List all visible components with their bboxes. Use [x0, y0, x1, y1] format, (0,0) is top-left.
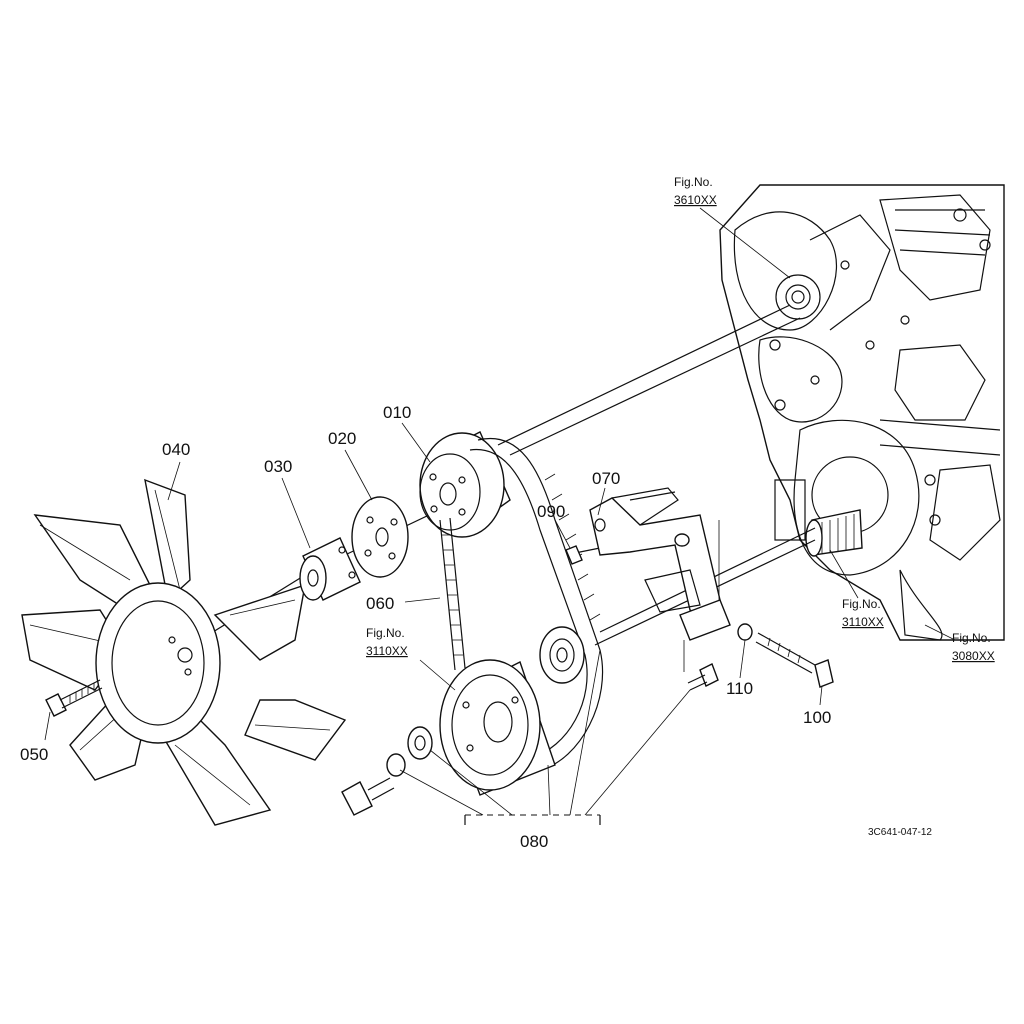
label-010: 010 — [383, 403, 411, 422]
label-070: 070 — [592, 469, 620, 488]
fig-ref-3110b-number: 3110XX — [842, 615, 884, 629]
fig-ref-3110a-number: 3110XX — [366, 644, 408, 658]
bracket-bolt — [565, 545, 583, 565]
fan-bolt — [45, 679, 103, 717]
adjust-bolt-set — [687, 623, 834, 691]
label-100: 100 — [803, 708, 831, 727]
figure-references: Fig.No. 3610XX Fig.No. 3110XX Fig.No. 31… — [366, 175, 995, 663]
fan-spacer — [299, 537, 361, 601]
idler-pulley — [539, 626, 585, 684]
flange-plate — [351, 496, 409, 578]
label-080: 080 — [520, 832, 548, 851]
leader-lines — [44, 207, 956, 741]
adjust-bracket — [589, 487, 731, 641]
engine-block — [719, 184, 1005, 641]
crank-pulley — [439, 659, 556, 796]
fig-ref-3080-title: Fig.No. — [952, 631, 991, 645]
pump-pulley — [419, 431, 511, 538]
fig-ref-3110b-title: Fig.No. — [842, 597, 881, 611]
label-050: 050 — [20, 745, 48, 764]
fan — [21, 478, 347, 826]
label-020: 020 — [328, 429, 356, 448]
fig-ref-3080-number: 3080XX — [952, 649, 995, 663]
fig-ref-3110a-title: Fig.No. — [366, 626, 405, 640]
fig-ref-3610-title: Fig.No. — [674, 175, 713, 189]
crank-bolt-set — [341, 726, 433, 816]
part-labels: 010 020 030 040 050 060 070 080 090 100 … — [20, 403, 831, 851]
label-110: 110 — [726, 679, 753, 698]
label-060: 060 — [366, 594, 394, 613]
fig-ref-3610-number: 3610XX — [674, 193, 717, 207]
drawing-code: 3C641-047-12 — [868, 827, 932, 838]
label-040: 040 — [162, 440, 190, 459]
part-080-group — [399, 649, 691, 825]
label-030: 030 — [264, 457, 292, 476]
label-090: 090 — [537, 502, 565, 521]
